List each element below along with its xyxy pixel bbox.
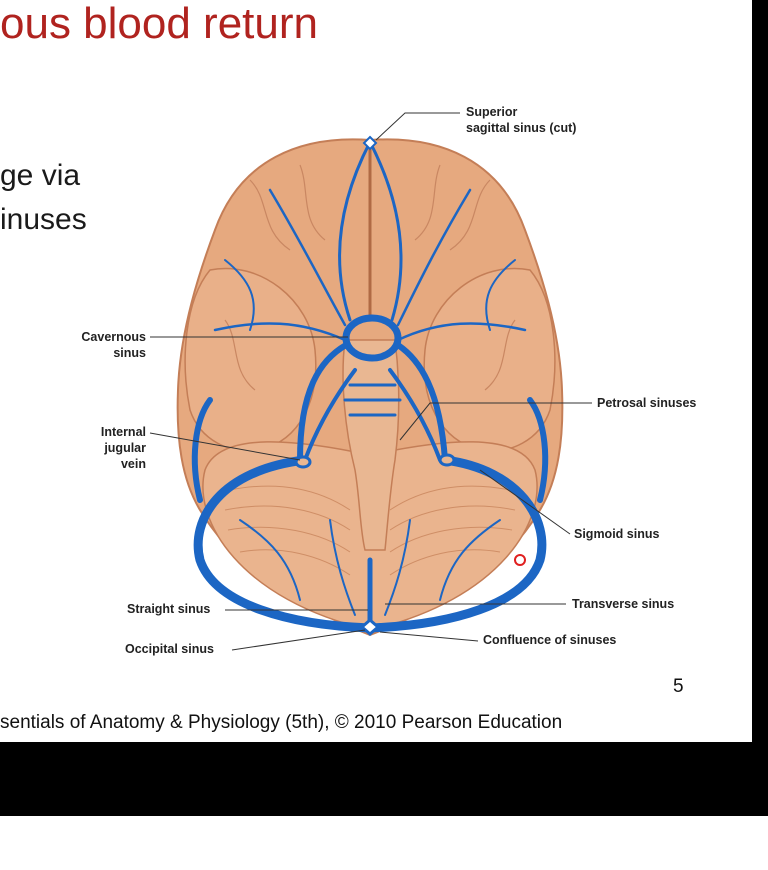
brain-venous-sinus-illustration	[149, 112, 592, 651]
right-black-strip	[752, 0, 768, 742]
bottom-margin	[0, 816, 768, 870]
bottom-black-bar	[0, 742, 768, 816]
leader-lines	[149, 112, 592, 651]
page-number: 5	[673, 676, 684, 697]
brainstem	[342, 339, 400, 551]
confluence-marker	[359, 618, 381, 636]
bullet-line-2: inuses	[0, 203, 87, 236]
left-jugular-foramen	[294, 455, 312, 469]
slide-title: ous blood return	[0, 0, 318, 48]
label-superior-sagittal-sinus: Superior sagittal sinus (cut)	[466, 105, 577, 135]
pointer-dot	[514, 554, 526, 566]
label-occipital-sinus: Occipital sinus	[125, 642, 214, 656]
label-petrosal-sinuses: Petrosal sinuses	[597, 396, 697, 410]
label-transverse-sinus: Transverse sinus	[572, 597, 675, 611]
slide: ous blood return ge via inuses	[0, 0, 697, 733]
bullet-line-1: ge via	[0, 159, 81, 192]
right-jugular-foramen	[438, 453, 456, 467]
superior-sagittal-marker	[362, 135, 378, 151]
label-internal-jugular-vein: Internal jugular vein	[100, 425, 146, 471]
label-cavernous-sinus: Cavernous sinus	[81, 330, 146, 360]
label-straight-sinus: Straight sinus	[127, 602, 211, 616]
label-sigmoid-sinus: Sigmoid sinus	[574, 527, 660, 541]
gyri	[224, 164, 516, 391]
label-confluence-of-sinuses: Confluence of sinuses	[483, 633, 617, 647]
citation: sentials of Anatomy & Physiology (5th), …	[0, 712, 563, 733]
